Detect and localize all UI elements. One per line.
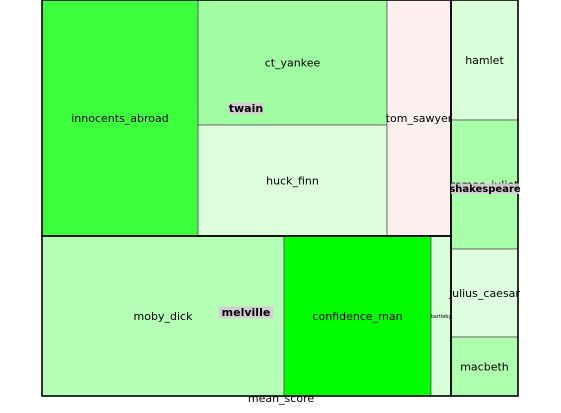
- treemap-cell: [450, 248, 519, 338]
- treemap-cell-label: huck_finn: [266, 174, 319, 187]
- group-label-background: [451, 183, 519, 194]
- group-label-background: [228, 102, 264, 115]
- treemap-cell-label: ct_yankee: [265, 56, 321, 69]
- treemap-cell: [450, 0, 519, 121]
- treemap-group-label: shakespeare: [449, 184, 521, 195]
- treemap-group-borders: [41, 0, 519, 397]
- treemap-group-label: twain: [229, 102, 263, 115]
- treemap-group-label: melville: [222, 306, 271, 319]
- treemap-cell: [41, 0, 199, 237]
- treemap-group-border: [450, 0, 519, 397]
- treemap-cell-label: confidence_man: [312, 310, 402, 323]
- treemap-cell: [197, 124, 388, 237]
- treemap-cell-label: innocents_abroad: [71, 112, 169, 125]
- treemap-cell-label: moby_dick: [134, 310, 194, 323]
- treemap-cell: [386, 0, 452, 237]
- group-label-background: [218, 306, 274, 319]
- treemap-cell-label: macbeth: [460, 360, 509, 373]
- treemap-cell-label: julius_caesar: [448, 287, 520, 300]
- x-axis-label: mean_score: [248, 392, 314, 405]
- treemap-cell-label: bartleby: [431, 314, 452, 320]
- treemap-cell-label: tom_sawyer: [386, 112, 453, 125]
- treemap-cells: innocents_abroad ct_yankee huck_finn tom_sa…: [41, 0, 520, 397]
- treemap-group-labels: twain melville shakespeare: [218, 102, 521, 319]
- treemap-cell-label: hamlet: [465, 54, 504, 67]
